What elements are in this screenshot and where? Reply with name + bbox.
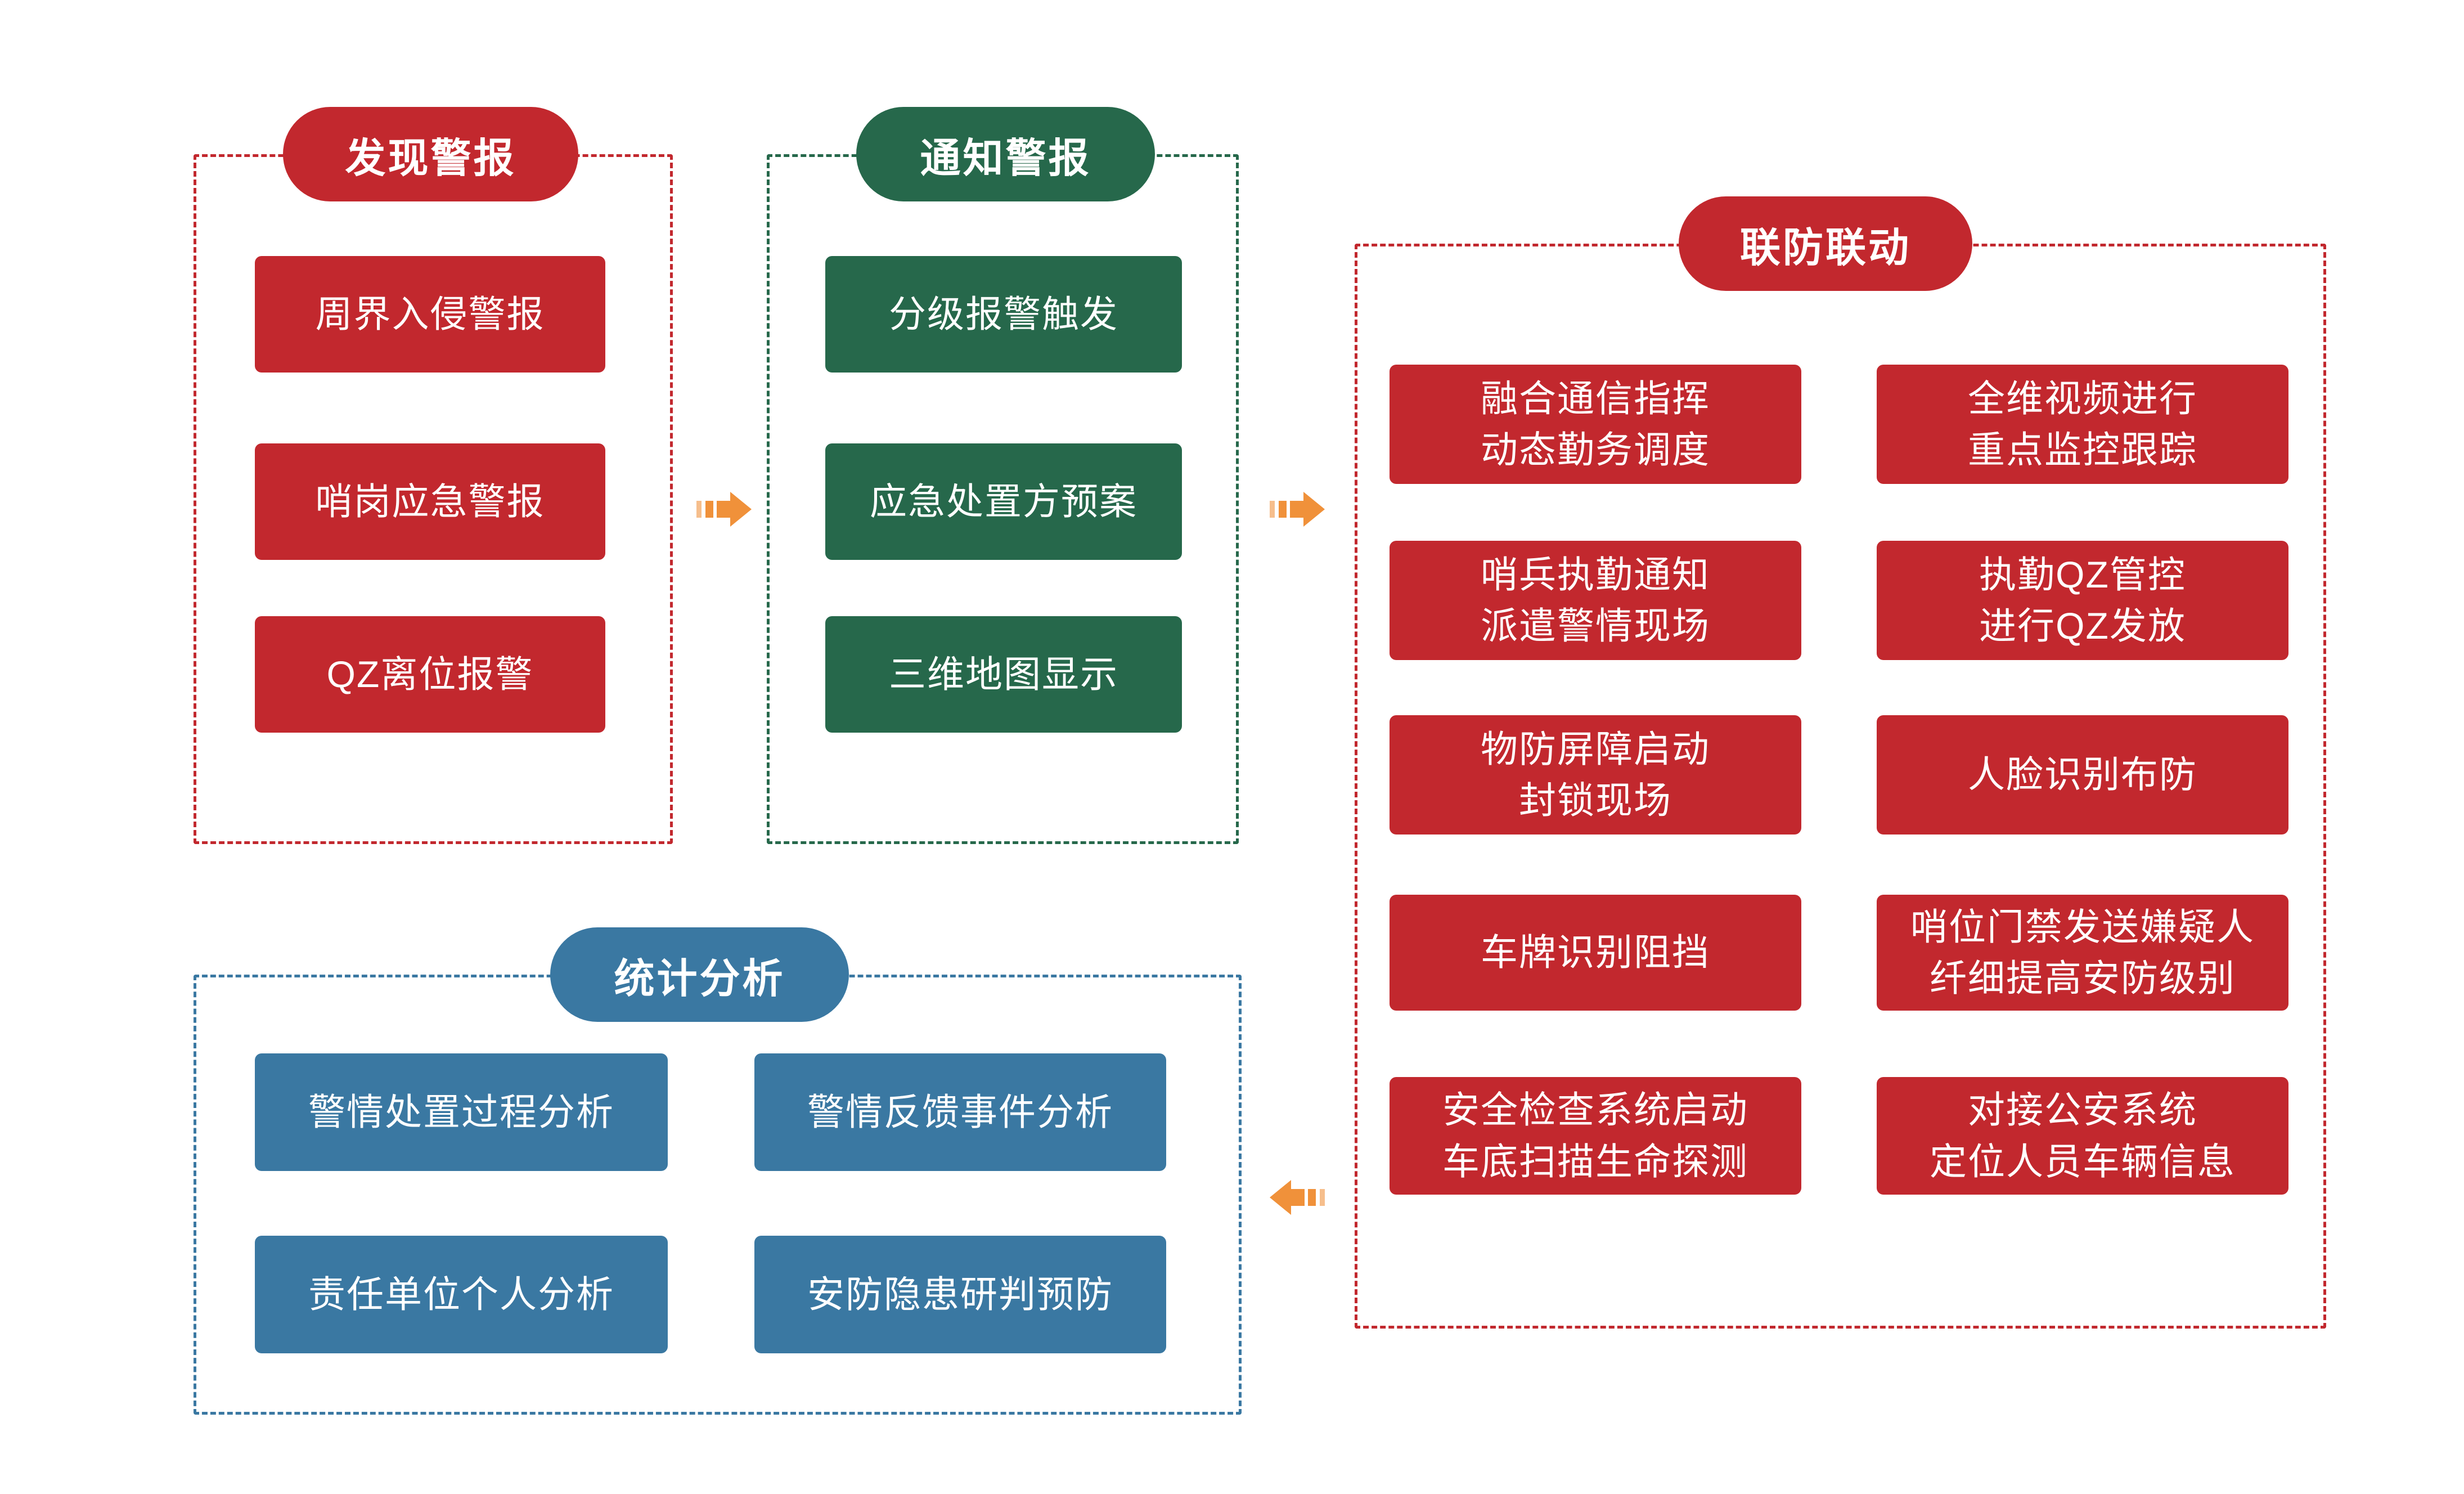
flow-arrow-right-1-icon: [696, 487, 752, 531]
flow-arrow-right-2-icon: [1270, 487, 1325, 531]
node-graded-alarm-trigger: 分级报警触发: [825, 256, 1182, 373]
section-stats-title: 统计分析: [550, 927, 849, 1022]
section-discover-title: 发现警报: [283, 107, 578, 201]
section-joint-title: 联防联动: [1679, 196, 1972, 291]
node-security-risk-prediction: 安防隐患研判预防: [754, 1236, 1166, 1353]
node-qz-offsite-alarm: QZ离位报警: [255, 616, 605, 733]
node-emergency-response-plan: 应急处置方预案: [825, 443, 1182, 560]
section-notify-title: 通知警报: [856, 107, 1155, 201]
node-sentry-emergency-alarm: 哨岗应急警报: [255, 443, 605, 560]
node-police-system-link: 对接公安系统 定位人员车辆信息: [1877, 1077, 2288, 1195]
node-responsible-unit-analysis: 责任单位个人分析: [255, 1236, 668, 1353]
node-perimeter-intrusion-alarm: 周界入侵警报: [255, 256, 605, 373]
node-physical-barrier-lockdown: 物防屏障启动 封锁现场: [1390, 715, 1801, 835]
node-panoramic-video-tracking: 全维视频进行 重点监控跟踪: [1877, 365, 2288, 484]
node-3d-map-display: 三维地图显示: [825, 616, 1182, 733]
node-security-check-scan: 安全检查系统启动 车底扫描生命探测: [1390, 1077, 1801, 1195]
node-fusion-comm-dispatch: 融合通信指挥 动态勤务调度: [1390, 365, 1801, 484]
node-face-recognition-deploy: 人脸识别布防: [1877, 715, 2288, 835]
node-sentry-access-suspect: 哨位门禁发送嫌疑人 纤细提高安防级别: [1877, 895, 2288, 1011]
node-duty-qz-control: 执勤QZ管控 进行QZ发放: [1877, 541, 2288, 660]
node-plate-recognition-block: 车牌识别阻挡: [1390, 895, 1801, 1011]
flow-arrow-left-icon: [1270, 1176, 1325, 1219]
node-sentry-duty-notify: 哨兵执勤通知 派遣警情现场: [1390, 541, 1801, 660]
node-alarm-process-analysis: 警情处置过程分析: [255, 1053, 668, 1171]
node-alarm-feedback-analysis: 警情反馈事件分析: [754, 1053, 1166, 1171]
